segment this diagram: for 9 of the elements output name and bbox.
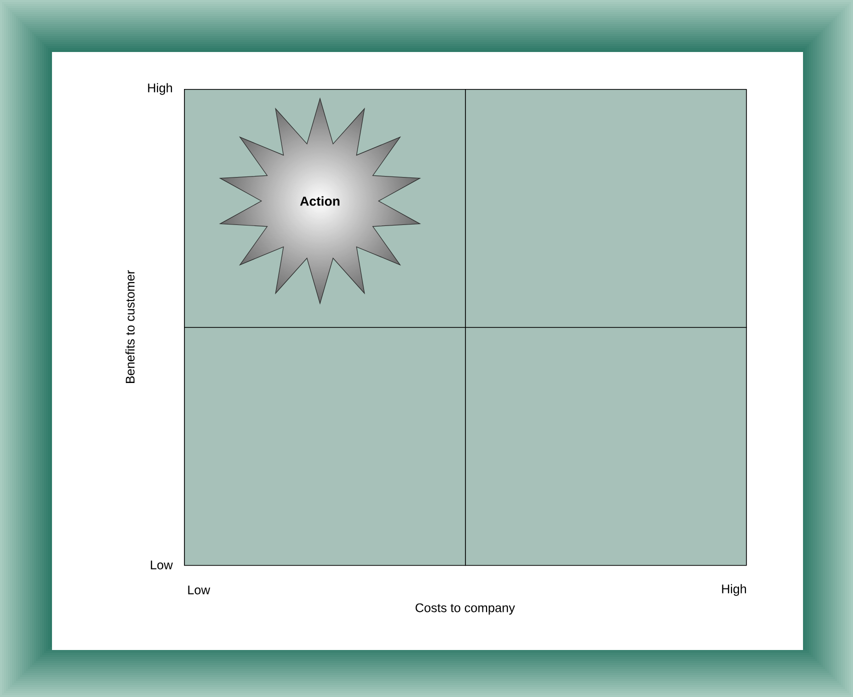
axis-label: High [148, 83, 172, 95]
quadrant-box [465, 89, 747, 328]
axis-title: Benefits to customer [125, 270, 135, 383]
axis-title: Costs to company [416, 603, 515, 615]
quadrant-box [184, 327, 466, 566]
axis-label: Low [150, 560, 173, 570]
axis-label: Low [188, 586, 210, 594]
quadrant-box [465, 327, 747, 566]
axis-label: High [722, 584, 746, 596]
